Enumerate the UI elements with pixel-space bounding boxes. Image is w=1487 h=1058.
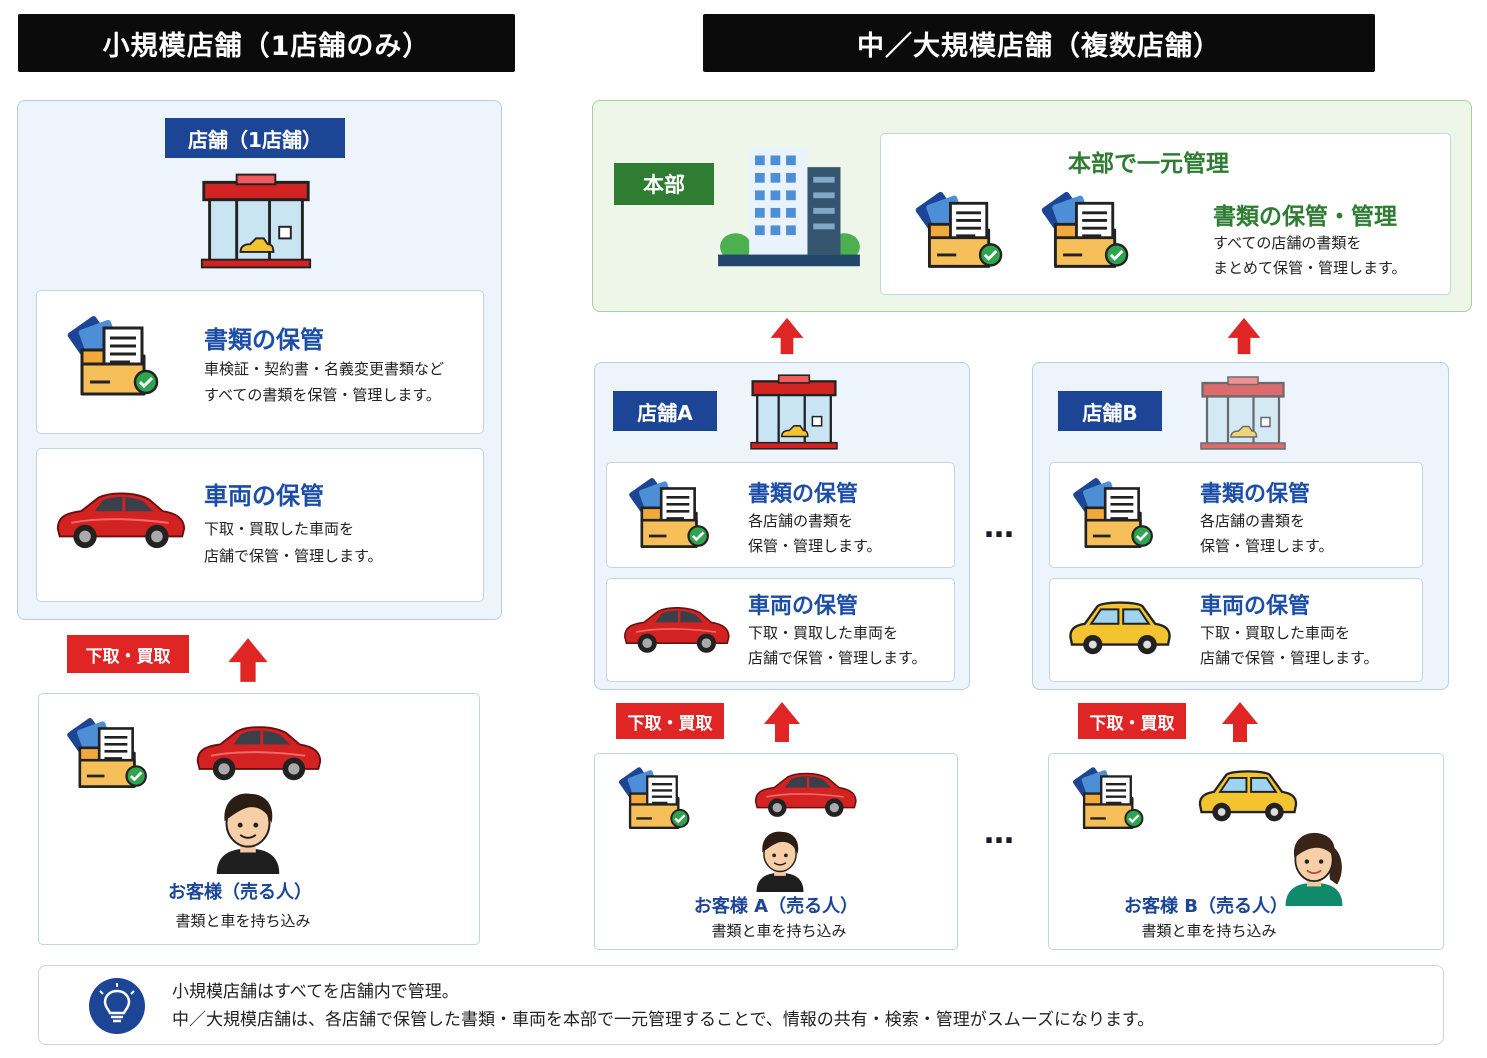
store-b-trade-tag: 下取・買取 <box>1078 703 1186 739</box>
store-b-docs-title: 書類の保管 <box>1200 482 1311 507</box>
red-car-icon <box>52 484 188 552</box>
male-person-icon <box>748 826 812 892</box>
small-store-tag: 店舗（1店舗） <box>165 118 345 158</box>
summary-note <box>38 965 1444 1045</box>
document-folder-icon <box>1070 474 1158 554</box>
store-b-vehicle-line1: 下取・買取した車両を <box>1200 624 1351 642</box>
small-vehicle-line1: 下取・買取した車両を <box>204 520 355 538</box>
small-docs-line1: 車検証・契約書・名義変更書類など <box>204 360 445 378</box>
hq-tag: 本部 <box>614 163 714 205</box>
red-car-icon <box>192 718 324 784</box>
small-docs-title: 書類の保管 <box>204 326 324 354</box>
document-folder-icon <box>616 764 694 834</box>
stores-ellipsis: … <box>984 510 1016 545</box>
store-a-docs-line1: 各店舗の書類を <box>748 512 854 530</box>
store-b-docs-line2: 保管・管理します。 <box>1200 537 1334 555</box>
store-b-docs-line1: 各店舗の書類を <box>1200 512 1306 530</box>
up-arrow-icon <box>1225 316 1263 356</box>
small-vehicle-title: 車両の保管 <box>204 482 324 510</box>
customers-ellipsis: … <box>984 816 1016 851</box>
lightbulb-icon <box>88 977 146 1035</box>
store-a-trade-tag: 下取・買取 <box>616 703 724 739</box>
hq-box-title: 本部で一元管理 <box>1068 151 1229 177</box>
small-store-header: 小規模店舗（1店舗のみ） <box>18 14 515 72</box>
yellow-car-icon <box>1192 764 1304 826</box>
store-building-icon <box>1198 374 1288 452</box>
customer-b-name: お客様 B（売る人） <box>1124 896 1288 917</box>
store-b-vehicle-title: 車両の保管 <box>1200 594 1311 619</box>
document-folder-icon <box>1070 764 1148 834</box>
small-customer-desc: 書類と車を持ち込み <box>175 912 311 930</box>
small-vehicle-line2: 店舗で保管・管理します。 <box>204 547 383 565</box>
up-arrow-icon <box>768 316 806 356</box>
hq-line1: すべての店舗の書類を <box>1213 234 1362 252</box>
red-car-icon <box>620 600 732 656</box>
male-person-icon <box>208 786 288 874</box>
document-folder-icon <box>1038 188 1134 274</box>
store-a-tag: 店舗A <box>613 391 717 431</box>
up-arrow-icon <box>762 700 802 744</box>
office-building-icon <box>716 138 862 274</box>
hq-docs-title: 書類の保管・管理 <box>1213 204 1397 230</box>
hq-line2: まとめて保管・管理します。 <box>1213 259 1407 277</box>
store-a-vehicle-title: 車両の保管 <box>748 594 859 619</box>
small-trade-tag: 下取・買取 <box>67 635 189 673</box>
document-folder-icon <box>912 188 1008 274</box>
customer-a-name: お客様 A（売る人） <box>693 896 859 917</box>
small-customer-name: お客様（売る人） <box>168 882 312 903</box>
document-folder-icon <box>626 474 714 554</box>
store-a-vehicle-card <box>606 578 955 682</box>
store-a-docs-title: 書類の保管 <box>748 482 859 507</box>
small-docs-line2: すべての書類を保管・管理します。 <box>204 386 441 404</box>
store-b-tag: 店舗B <box>1058 391 1162 431</box>
document-folder-icon <box>64 312 164 402</box>
customer-b-desc: 書類と車を持ち込み <box>1141 922 1277 940</box>
up-arrow-icon <box>226 636 270 684</box>
store-a-vehicle-line1: 下取・買取した車両を <box>748 624 899 642</box>
store-building-icon <box>748 372 840 452</box>
note-line2: 中／大規模店舗は、各店舗で保管した書類・車両を本部で一元管理することで、情報の共… <box>172 1010 1155 1030</box>
store-a-vehicle-line2: 店舗で保管・管理します。 <box>748 649 927 667</box>
large-store-header: 中／大規模店舗（複数店舗） <box>703 14 1375 72</box>
document-folder-icon <box>64 714 152 794</box>
red-car-icon <box>744 766 866 820</box>
up-arrow-icon <box>1220 700 1260 744</box>
store-a-docs-line2: 保管・管理します。 <box>748 537 882 555</box>
yellow-car-icon <box>1064 594 1176 660</box>
note-line1: 小規模店舗はすべてを店舗内で管理。 <box>172 982 459 1002</box>
store-b-vehicle-line2: 店舗で保管・管理します。 <box>1200 649 1379 667</box>
customer-a-desc: 書類と車を持ち込み <box>711 922 847 940</box>
store-building-icon <box>198 170 314 272</box>
